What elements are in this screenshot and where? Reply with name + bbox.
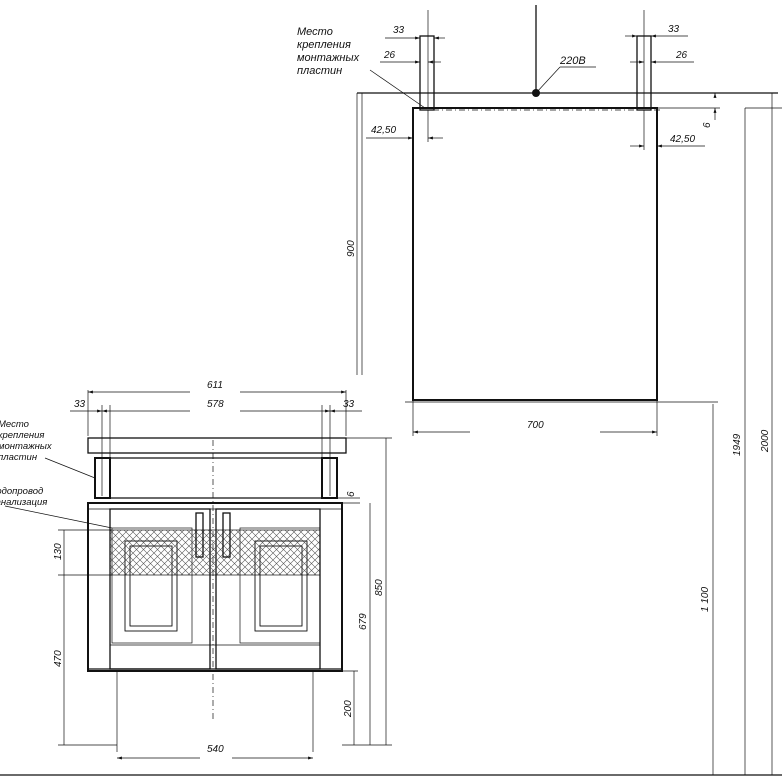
dim-height-1100: 1 100 [700, 587, 711, 612]
plumbing-zone [110, 530, 320, 575]
dim-right-33: 33 [343, 399, 355, 410]
mirror-note: Место крепления монтажных пластин [297, 26, 362, 77]
right-handle [222, 512, 231, 558]
cabinet-note-mounting: Место крепления монтажных пластин [0, 419, 54, 463]
dim-left-4250: 42,50 [371, 125, 396, 136]
dim-width-540: 540 [207, 744, 224, 755]
mirror-view: 220В Место крепления монтажных пластин 3… [297, 5, 782, 775]
dim-height-470: 470 [53, 650, 64, 667]
mirror-panel [412, 107, 658, 401]
dim-height-130: 130 [53, 543, 64, 560]
left-handle [195, 512, 204, 558]
cabinet-view: 611 578 33 33 [0, 380, 782, 776]
countertop [87, 437, 347, 454]
dim-width-611: 611 [207, 380, 223, 391]
dim-height-850: 850 [374, 579, 385, 596]
dim-left-26: 26 [383, 50, 396, 61]
dim-height-1949: 1949 [732, 433, 743, 456]
dim-width-578: 578 [207, 399, 224, 410]
dim-height-200: 200 [343, 700, 354, 718]
dim-height-679: 679 [358, 613, 369, 630]
mounting-plate-left [94, 457, 111, 499]
dim-height-900: 900 [346, 240, 357, 257]
mounting-plate-left [419, 35, 435, 111]
dim-right-26: 26 [675, 50, 688, 61]
dim-left-33: 33 [393, 25, 405, 36]
mounting-plate-right [321, 457, 338, 499]
cabinet-body [87, 502, 343, 672]
dim-gap-6: 6 [346, 491, 357, 497]
dim-right-33: 33 [668, 24, 680, 35]
outlet-label: 220В [559, 55, 586, 67]
dim-left-33: 33 [74, 399, 86, 410]
dim-gap-6: 6 [702, 122, 713, 128]
cabinet-note-plumbing: Водопровод Канализация [0, 486, 47, 508]
dim-right-4250: 42,50 [670, 134, 695, 145]
dim-height-2000: 2000 [760, 429, 771, 453]
dim-width-700: 700 [527, 420, 544, 431]
